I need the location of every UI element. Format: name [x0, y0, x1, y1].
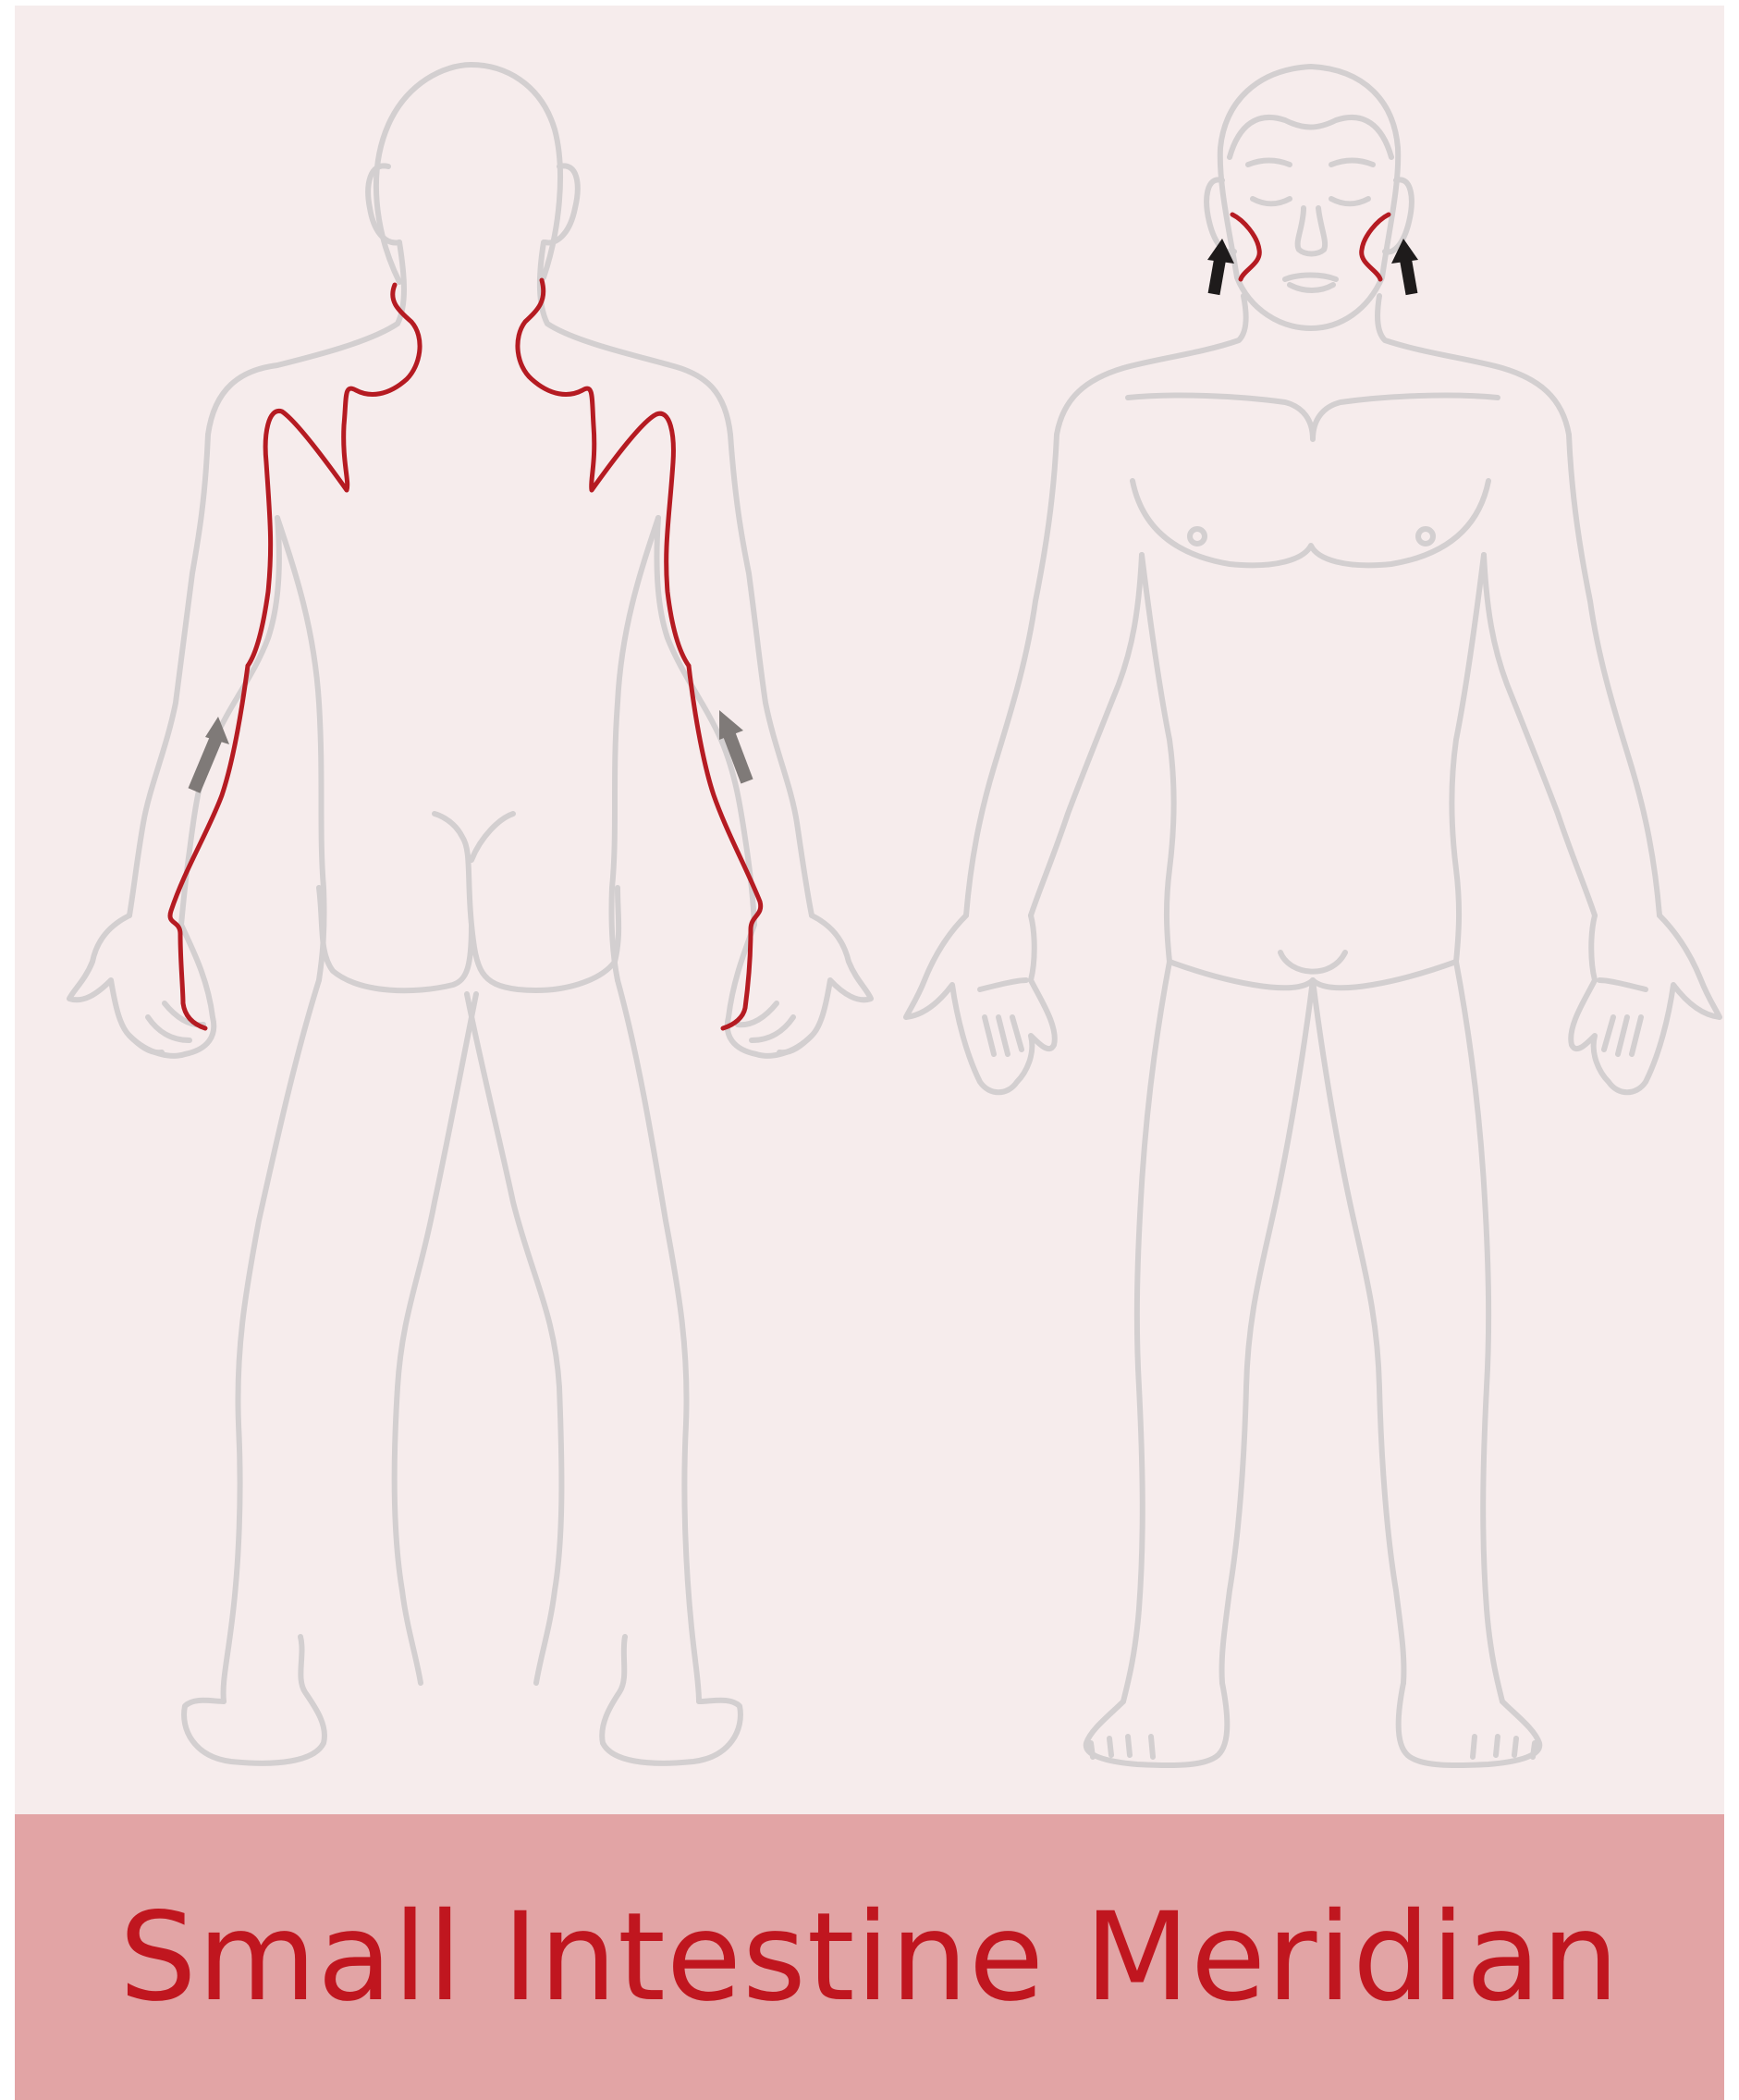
front-chest [1128, 396, 1498, 566]
front-neck-left [1057, 296, 1246, 435]
front-right-leg-inner [1313, 980, 1403, 1683]
back-view-figure [69, 65, 871, 1763]
back-right-foot [602, 1637, 741, 1763]
front-left-palm-lines [980, 980, 1026, 1054]
back-left-arm-inner [181, 518, 279, 925]
front-right-arm-outer [1569, 435, 1659, 915]
back-torso-left [277, 518, 325, 980]
back-right-arm-outer [730, 435, 812, 915]
front-torso-right [1451, 555, 1484, 962]
back-right-fingers [738, 1003, 812, 1052]
back-neck-right [540, 242, 730, 435]
back-neck-left [208, 242, 404, 435]
front-right-nipple [1418, 529, 1433, 544]
front-right-arm-inner [1484, 555, 1595, 915]
back-meridian-left-arm [170, 666, 248, 1028]
front-right-leg-outer [1456, 962, 1502, 1701]
front-left-arm-outer [966, 435, 1057, 915]
diagram-title: Small Intestine Meridian [119, 1897, 1620, 2019]
front-left-leg-inner [1222, 980, 1313, 1683]
back-right-arm-inner [656, 518, 754, 925]
front-right-hand [1571, 915, 1720, 1092]
back-left-leg-inner [467, 994, 561, 1683]
front-left-nipple [1190, 529, 1205, 544]
front-left-arm-inner [1031, 555, 1142, 915]
figure-panel [15, 6, 1724, 1814]
back-right-leg-outer [618, 980, 699, 1701]
front-left-foot [1086, 1683, 1228, 1765]
front-right-eyebrow [1331, 161, 1373, 166]
front-mouth [1285, 276, 1336, 291]
front-left-eyebrow [1248, 161, 1290, 166]
front-torso-left [1142, 555, 1174, 962]
front-view-figure [906, 67, 1720, 1765]
back-left-hand [69, 915, 214, 1056]
back-left-leg-outer [224, 980, 319, 1701]
front-right-eye [1331, 199, 1368, 203]
back-left-foot [184, 1637, 325, 1763]
back-head-outline [376, 65, 560, 282]
back-left-arm-outer [129, 435, 208, 915]
back-buttocks [319, 814, 618, 990]
body-figures-svg [15, 6, 1724, 1814]
front-right-foot [1399, 1683, 1540, 1765]
front-neck-right [1378, 296, 1569, 435]
front-left-eye [1253, 199, 1290, 203]
front-left-leg-outer [1123, 962, 1170, 1701]
back-right-leg-inner [395, 994, 476, 1683]
back-left-arrow-icon [194, 717, 229, 791]
back-left-fingers [129, 1003, 203, 1052]
front-hairline [1230, 117, 1391, 157]
front-right-palm-lines [1599, 980, 1646, 1054]
front-nose [1298, 208, 1326, 254]
title-band: Small Intestine Meridian [15, 1814, 1724, 2100]
front-left-hand [906, 915, 1055, 1092]
